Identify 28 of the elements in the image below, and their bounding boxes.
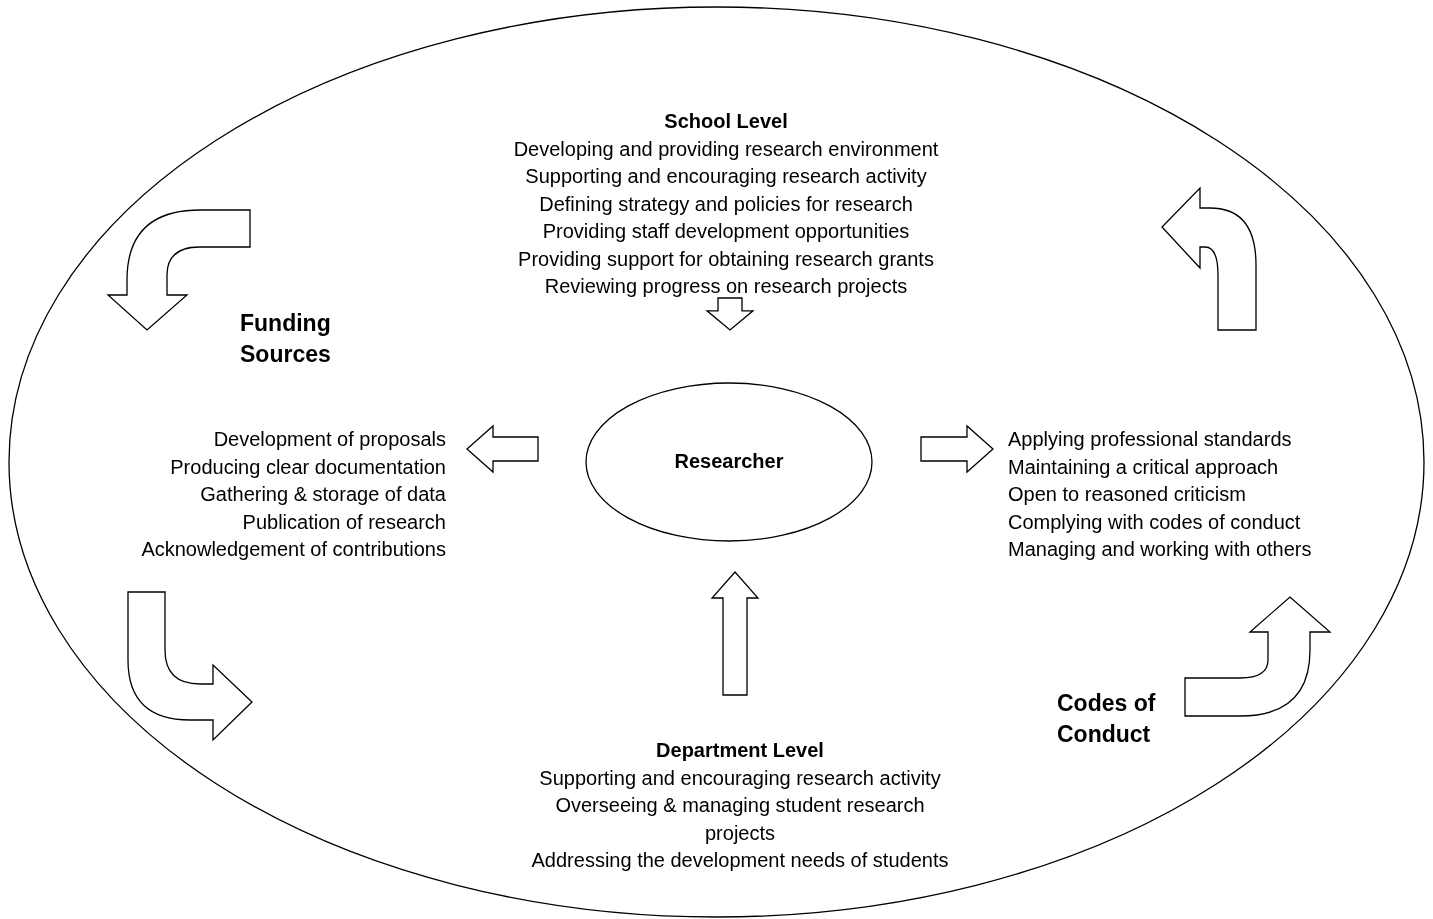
- section-label: Funding Sources: [240, 309, 332, 369]
- list-item: Supporting and encouraging research activity: [525, 164, 927, 189]
- block-arrow: [920, 424, 994, 474]
- heading: Department Level: [656, 738, 824, 763]
- list-item: Open to reasoned criticism: [1008, 482, 1246, 507]
- section-label: Codes of Conduct: [1057, 689, 1157, 749]
- list-item: Developing and providing research environment: [513, 136, 939, 162]
- list-item: Complying with codes of conduct: [1008, 509, 1301, 535]
- list-item: Gathering & storage of data: [200, 482, 446, 507]
- list-item: Managing and working with others: [1008, 537, 1312, 562]
- list-item: Development of proposals: [213, 427, 446, 452]
- list-item: Maintaining a critical approach: [1008, 454, 1279, 480]
- list-item: Producing clear documentation: [170, 454, 446, 480]
- list-item: Reviewing progress on research projects: [544, 274, 908, 299]
- list-item: Addressing the development needs of students: [531, 848, 949, 873]
- list-item: Applying professional standards: [1008, 427, 1292, 452]
- list-item: Providing support for obtaining research grants: [518, 246, 934, 272]
- list-item: Defining strategy and policies for research: [539, 191, 913, 217]
- list-item: Acknowledgement of contributions: [141, 537, 446, 562]
- list-item: Overseeing & managing student research projects: [554, 793, 926, 846]
- list-item: Publication of research: [242, 509, 446, 535]
- node-label: Researcher: [674, 449, 784, 475]
- block-arrow: [466, 424, 539, 474]
- list-item: Supporting and encouraging research activity: [539, 765, 941, 791]
- block-arrow: [705, 297, 755, 331]
- block-arrow: [710, 571, 760, 696]
- heading: School Level: [664, 109, 788, 134]
- list-item: Providing staff development opportunities: [542, 219, 910, 244]
